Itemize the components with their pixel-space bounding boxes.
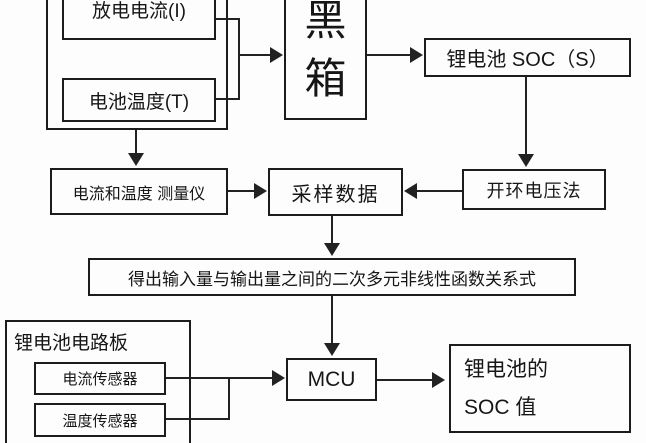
arrow-soc-to-ocv-line [525,77,527,155]
arrow-sensors-to-mcu-line [228,377,273,379]
connector-merge-v [238,18,240,100]
node-open-circuit-voltage-label: 开环电压法 [486,180,582,201]
black-box-char-2: 箱 [304,55,347,102]
node-meter-label: 电流和温度 测量仪 [72,185,206,203]
node-black-box: 黑 箱 [284,0,367,120]
arrow-group-to-meter-line [135,130,137,154]
connector-temp-h [216,98,240,100]
node-battery-temperature: 电池温度(T) [62,78,216,122]
arrow-ocv-to-sampling-head [404,183,417,199]
node-discharge-current-label: 放电电流(I) [92,0,186,22]
connector-temp-sensor-h [166,418,230,420]
arrow-mcu-to-socvalue-line [377,379,433,381]
node-current-sensor: 电流传感器 [34,362,166,395]
node-soc-value-line2: SOC 值 [464,395,537,419]
node-soc-value-line1: 锂电池的 [464,357,548,381]
node-meter: 电流和温度 测量仪 [50,168,228,215]
node-soc-output-label: 锂电池 SOC（S） [446,49,609,71]
arrow-formula-to-mcu-line [331,296,333,344]
arrow-mcu-to-socvalue-head [432,372,445,388]
connector-current-sensor-h [166,377,230,379]
node-temperature-sensor: 温度传感器 [34,403,166,437]
arrow-group-to-meter-head [128,153,144,166]
connector-discharge-h [216,18,240,20]
node-sampling-label: 采样数据 [291,183,380,206]
arrow-meter-to-sampling-head [254,183,267,199]
circuit-board-group-box [5,320,191,443]
node-mcu-label: MCU [307,367,356,391]
node-battery-temperature-label: 电池温度(T) [88,91,190,113]
arrow-soc-to-ocv-head [518,154,534,167]
circuit-board-group-label: 锂电池电路板 [14,333,129,354]
node-soc-output: 锂电池 SOC（S） [424,38,631,77]
input-group-box [46,0,228,130]
arrow-sampling-to-formula-line [331,216,333,244]
arrow-sampling-to-formula-head [324,243,340,256]
node-formula-label: 得出输入量与输出量之间的二次多元非线性函数关系式 [128,269,536,289]
arrow-meter-to-sampling-line [228,190,255,192]
arrow-blackbox-to-soc-line [367,54,411,56]
node-temperature-sensor-label: 温度传感器 [62,412,138,430]
node-sampling: 采样数据 [268,168,403,216]
arrow-formula-to-mcu-head [324,343,340,356]
node-formula: 得出输入量与输出量之间的二次多元非线性函数关系式 [88,258,576,296]
node-discharge-current: 放电电流(I) [62,0,216,40]
node-current-sensor-label: 电流传感器 [62,371,138,388]
arrow-blackbox-to-soc-head [410,47,423,63]
arrow-inputs-to-blackbox-head [270,47,283,63]
arrow-sensors-to-mcu-head [272,370,285,386]
node-open-circuit-voltage: 开环电压法 [462,169,606,210]
connector-sensors-merge-v [228,377,230,420]
arrow-ocv-to-sampling-line [417,190,462,192]
node-mcu: MCU [286,358,377,401]
node-soc-value: 锂电池的 SOC 值 [449,344,631,433]
arrow-inputs-to-blackbox-line [238,54,271,56]
black-box-char-1: 黑 [304,0,347,44]
